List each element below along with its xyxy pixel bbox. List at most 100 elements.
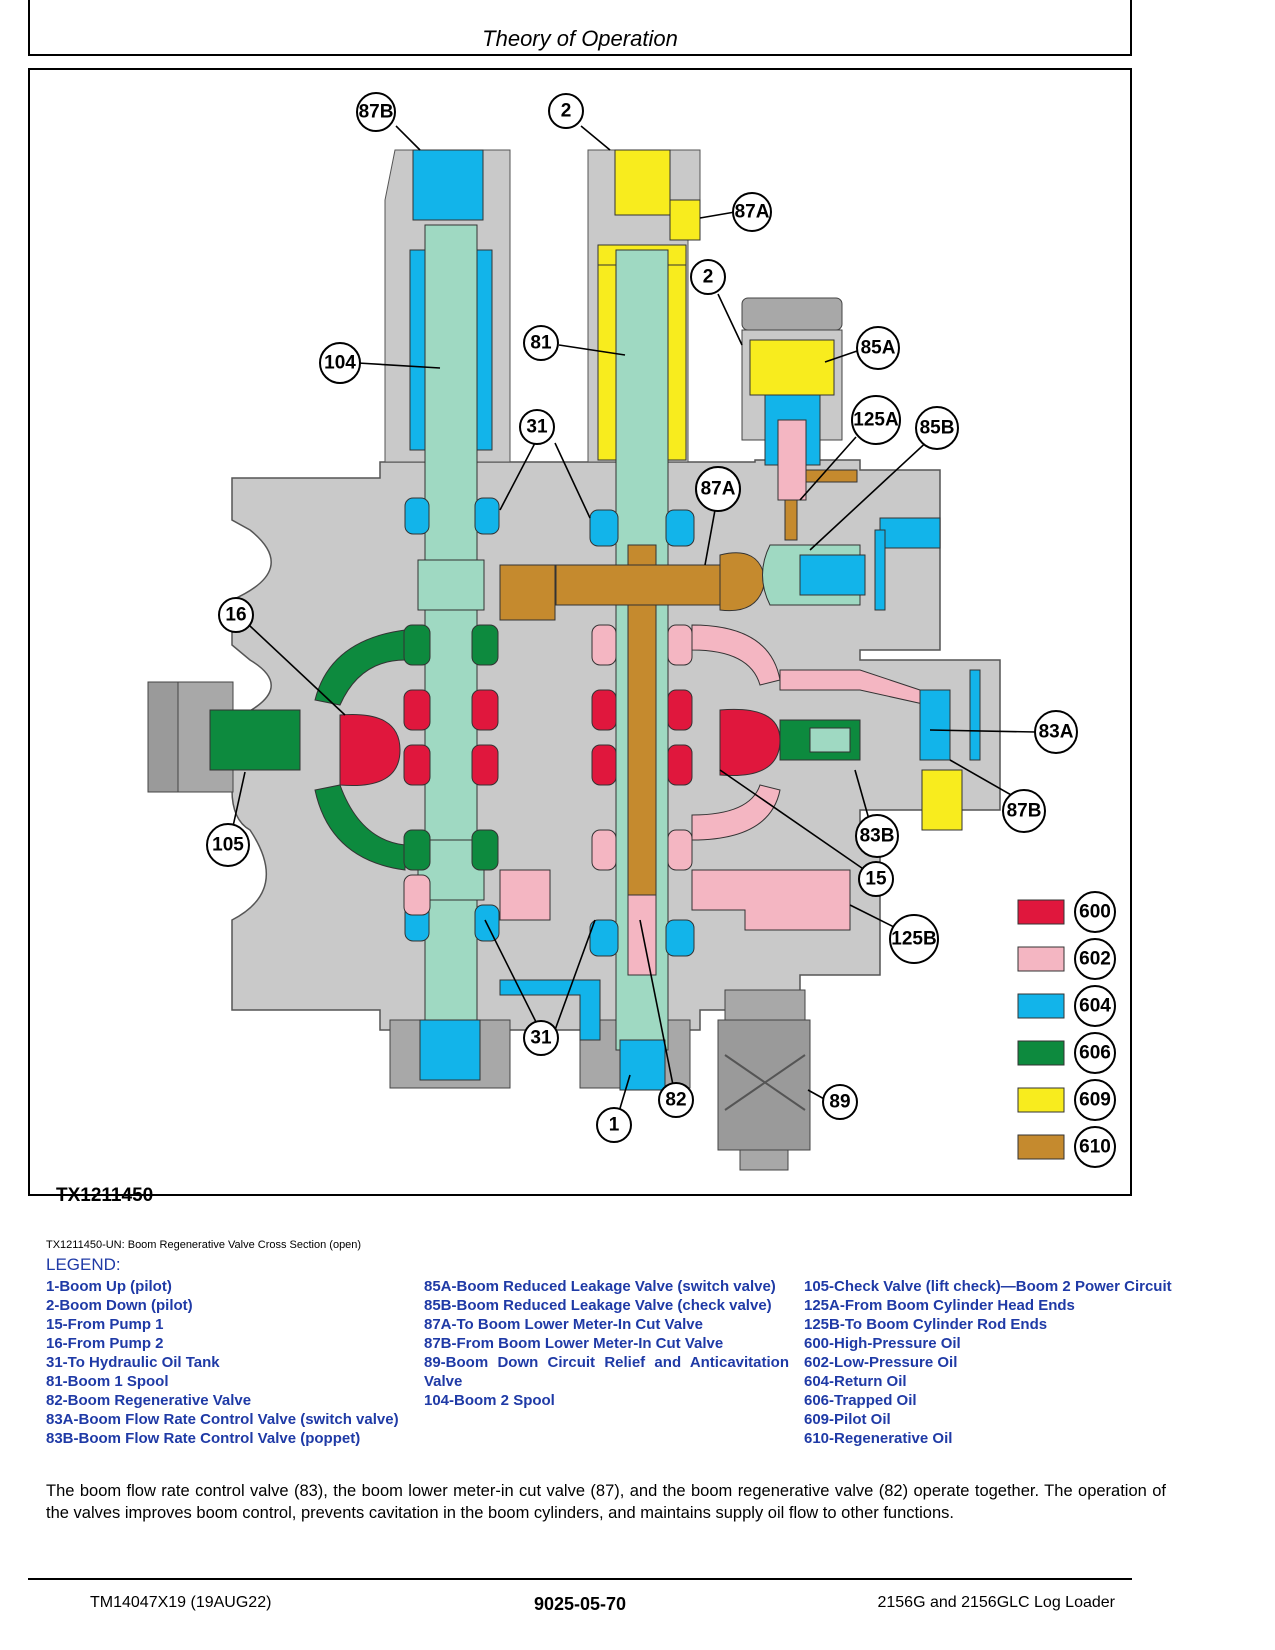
legend-item: 16-From Pump 2 xyxy=(46,1335,164,1352)
color-key: 600 602 604 606 609 610 xyxy=(1017,891,1116,1168)
color-key-circle-602 xyxy=(1074,938,1116,980)
legend-column-1: 1-Boom Up (pilot) 2-Boom Down (pilot) 15… xyxy=(46,1277,411,1448)
footer-model: 2156G and 2156GLC Log Loader xyxy=(877,1594,1115,1611)
callout-104: 104 xyxy=(319,342,361,384)
legend-heading: LEGEND: xyxy=(46,1255,121,1274)
svg-text:87A: 87A xyxy=(735,202,770,223)
color-key-circle-604 xyxy=(1074,985,1116,1027)
figure-caption: TX1211450-UN: Boom Regenerative Valve Cr… xyxy=(46,1239,362,1251)
color-key-label-604: 604 xyxy=(1079,996,1111,1017)
color-key-swatch-610 xyxy=(1017,1134,1065,1160)
svg-text:83A: 83A xyxy=(1039,722,1074,743)
svg-text:2: 2 xyxy=(561,101,572,122)
color-key-label-600: 600 xyxy=(1079,902,1111,923)
callout-16: 16 xyxy=(218,597,254,633)
footer-doc-id: TM14047X19 (19AUG22) xyxy=(90,1594,272,1611)
legend-item: 83B-Boom Flow Rate Control Valve (poppet… xyxy=(46,1430,361,1447)
color-key-circle-610 xyxy=(1074,1126,1116,1168)
svg-text:81: 81 xyxy=(530,333,552,354)
svg-text:31: 31 xyxy=(526,417,548,438)
svg-text:31: 31 xyxy=(530,1028,552,1049)
legend-item: 602-Low-Pressure Oil xyxy=(804,1354,958,1371)
legend-column-3: 105-Check Valve (lift check)—Boom 2 Powe… xyxy=(804,1277,1179,1448)
legend-item: 606-Trapped Oil xyxy=(804,1392,917,1409)
callout-87A-top: 87A xyxy=(732,192,772,232)
page-header-title: Theory of Operation xyxy=(482,26,678,51)
callout-31-top: 31 xyxy=(519,409,555,445)
body-paragraph: The boom flow rate control valve (83), t… xyxy=(46,1482,1166,1522)
legend-item: 600-High-Pressure Oil xyxy=(804,1335,961,1352)
svg-text:87B: 87B xyxy=(1007,801,1042,822)
svg-text:85B: 85B xyxy=(920,418,955,439)
callout-15: 15 xyxy=(858,861,894,897)
legend-item: 87A-To Boom Lower Meter-In Cut Valve xyxy=(424,1316,703,1333)
svg-text:125B: 125B xyxy=(891,929,936,950)
color-key-label-602: 602 xyxy=(1079,949,1111,970)
legend-item: 87B-From Boom Lower Meter-In Cut Valve xyxy=(424,1335,724,1352)
callout-87B-right: 87B xyxy=(1002,789,1046,833)
svg-text:82: 82 xyxy=(665,1090,686,1111)
valve-body xyxy=(147,149,1001,1171)
svg-text:85A: 85A xyxy=(861,338,896,359)
figure-frame xyxy=(28,68,1132,1196)
footer-page-number: 9025-05-70 xyxy=(533,1594,627,1614)
header-box: Theory of Operation xyxy=(28,0,1132,56)
callout-2-side: 2 xyxy=(690,259,726,295)
callout-83A: 83A xyxy=(1034,710,1078,754)
svg-text:83B: 83B xyxy=(860,826,895,847)
color-key-swatch-602 xyxy=(1017,946,1065,972)
callout-87B-top: 87B xyxy=(356,92,396,132)
color-key-swatch-600 xyxy=(1017,899,1065,925)
svg-text:16: 16 xyxy=(225,605,246,626)
legend-item: 85A-Boom Reduced Leakage Valve (switch v… xyxy=(424,1278,776,1295)
legend-column-2: 85A-Boom Reduced Leakage Valve (switch v… xyxy=(424,1277,789,1410)
callout-81: 81 xyxy=(523,325,559,361)
color-key-swatch-609 xyxy=(1017,1087,1065,1113)
callout-85B: 85B xyxy=(915,406,959,450)
color-key-label-610: 610 xyxy=(1079,1137,1111,1158)
color-key-swatch-606 xyxy=(1017,1040,1065,1066)
svg-text:87A: 87A xyxy=(701,479,736,500)
callout-85A: 85A xyxy=(856,326,900,370)
svg-text:2: 2 xyxy=(703,267,714,288)
svg-text:125A: 125A xyxy=(853,410,899,431)
callout-31-bot: 31 xyxy=(523,1020,559,1056)
legend-item: 104-Boom 2 Spool xyxy=(424,1392,555,1409)
callout-105: 105 xyxy=(206,823,250,867)
callout-82: 82 xyxy=(658,1082,694,1118)
color-key-circle-600 xyxy=(1074,891,1116,933)
svg-text:15: 15 xyxy=(865,869,887,890)
legend-item: 125B-To Boom Cylinder Rod Ends xyxy=(804,1316,1048,1333)
legend-item: 610-Regenerative Oil xyxy=(804,1430,953,1447)
legend-item: 2-Boom Down (pilot) xyxy=(46,1297,193,1314)
legend-item: 1-Boom Up (pilot) xyxy=(46,1278,172,1295)
callout-83B: 83B xyxy=(855,814,899,858)
figure-id: TX1211450 xyxy=(56,1185,154,1206)
legend-item: 609-Pilot Oil xyxy=(804,1411,891,1428)
svg-text:87B: 87B xyxy=(359,102,394,123)
legend-item: 105-Check Valve (lift check)—Boom 2 Powe… xyxy=(804,1278,1172,1295)
callout-1: 1 xyxy=(596,1107,632,1143)
legend-item: 604-Return Oil xyxy=(804,1373,907,1390)
boom-1-spool xyxy=(499,149,981,1091)
legend-item: 83A-Boom Flow Rate Control Valve (switch… xyxy=(46,1411,399,1428)
color-key-label-609: 609 xyxy=(1079,1090,1111,1111)
callout-2-top: 2 xyxy=(548,93,584,129)
color-key-swatch-604 xyxy=(1017,993,1065,1019)
svg-text:89: 89 xyxy=(829,1092,850,1113)
svg-text:105: 105 xyxy=(212,835,244,856)
footer-divider xyxy=(28,1578,1132,1580)
callout-89: 89 xyxy=(822,1084,858,1120)
svg-text:104: 104 xyxy=(324,353,356,374)
legend-item: 81-Boom 1 Spool xyxy=(46,1373,169,1390)
callout-125B: 125B xyxy=(889,914,939,964)
boom-2-spool xyxy=(209,149,556,1081)
legend-item: 15-From Pump 1 xyxy=(46,1316,164,1333)
callout-125A: 125A xyxy=(851,395,901,445)
legend-item: 31-To Hydraulic Oil Tank xyxy=(46,1354,220,1371)
legend-item: 85B-Boom Reduced Leakage Valve (check va… xyxy=(424,1297,772,1314)
svg-text:1: 1 xyxy=(609,1115,620,1136)
valve-cross-section-diagram: 87B 2 87A 2 104 81 85A 31 125A 85B 87A 1… xyxy=(147,92,1116,1171)
callout-87A-mid: 87A xyxy=(695,466,741,512)
color-key-label-606: 606 xyxy=(1079,1043,1111,1064)
